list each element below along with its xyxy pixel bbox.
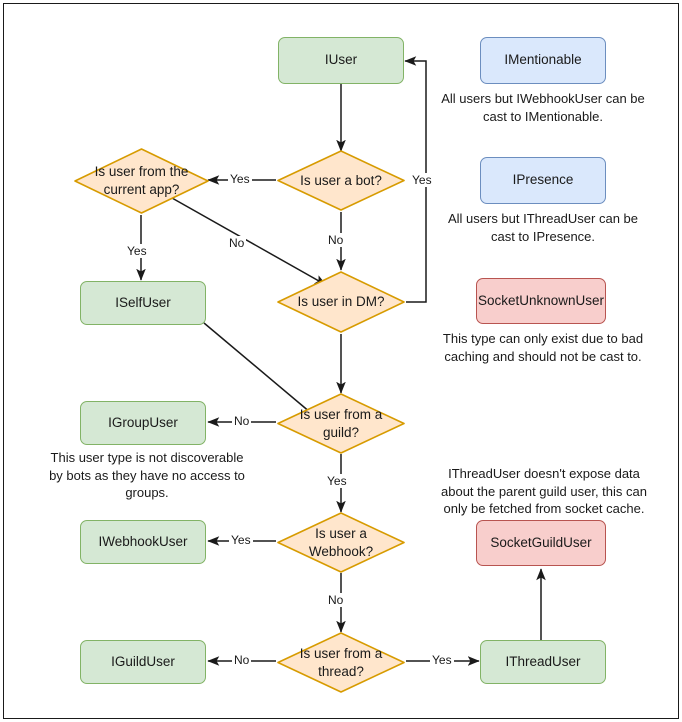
- node-iguilduser[interactable]: IGuildUser: [80, 640, 206, 684]
- node-socketunknownuser[interactable]: SocketUnknownUser: [476, 278, 606, 324]
- node-socketunknownuser-label: SocketUnknownUser: [477, 292, 605, 308]
- node-igroupuser-label: IGroupUser: [108, 414, 178, 430]
- note-igroupuser: This user type is not discoverable by bo…: [49, 450, 245, 501]
- edge-label-thread-no: No: [232, 653, 252, 667]
- node-is-user-a-webhook-label: Is user a Webhook?: [308, 525, 374, 559]
- node-is-user-from-guild[interactable]: Is user from a guild?: [276, 392, 406, 455]
- node-iuser[interactable]: IUser: [278, 37, 404, 84]
- note-socketguilduser: IThreadUser doesn't expose data about th…: [441, 466, 647, 517]
- node-is-user-a-bot-label: Is user a bot?: [300, 172, 382, 188]
- edge-label-bot-no: No: [326, 233, 346, 247]
- node-is-user-from-thread-label: Is user from a thread?: [299, 645, 383, 679]
- node-iuser-label: IUser: [324, 52, 358, 68]
- node-is-user-from-thread[interactable]: Is user from a thread?: [276, 631, 406, 694]
- node-is-user-from-current-app-label: Is user from the current app?: [94, 164, 189, 197]
- node-ithreaduser[interactable]: IThreadUser: [480, 640, 606, 684]
- node-ithreaduser-label: IThreadUser: [505, 653, 581, 669]
- note-imentionable: All users but IWebhookUser can be cast t…: [441, 91, 645, 124]
- node-imentionable-label: IMentionable: [504, 52, 582, 68]
- node-iguilduser-label: IGuildUser: [111, 653, 175, 669]
- edge-label-guild-yes: Yes: [325, 474, 349, 488]
- node-iselfuser[interactable]: ISelfUser: [80, 281, 206, 325]
- note-ipresence: All users but IThreadUser can be cast to…: [447, 211, 639, 244]
- node-iwebhookuser[interactable]: IWebhookUser: [80, 520, 206, 564]
- diagram-canvas: IUser Is user a bot? Is user from the cu…: [3, 3, 679, 719]
- edge-label-thread-yes: Yes: [430, 653, 454, 667]
- node-is-user-from-guild-label: Is user from a guild?: [299, 406, 383, 440]
- edge-label-app-yes: Yes: [125, 244, 149, 258]
- edge-iselfuser-to-isguild: [203, 322, 318, 419]
- node-imentionable[interactable]: IMentionable: [480, 37, 606, 84]
- edge-currentapp-no-to-isdm: [171, 197, 327, 286]
- node-is-user-a-bot[interactable]: Is user a bot?: [276, 149, 406, 212]
- edge-label-webhook-no: No: [326, 593, 346, 607]
- node-is-user-in-dm[interactable]: Is user in DM?: [276, 270, 406, 334]
- edge-label-guild-no: No: [232, 414, 252, 428]
- node-is-user-a-webhook[interactable]: Is user a Webhook?: [276, 511, 406, 574]
- node-socketguilduser-label: SocketGuildUser: [490, 534, 592, 550]
- node-iselfuser-label: ISelfUser: [115, 294, 171, 310]
- node-ipresence[interactable]: IPresence: [480, 157, 606, 204]
- node-socketguilduser[interactable]: SocketGuildUser: [476, 520, 606, 566]
- node-iwebhookuser-label: IWebhookUser: [98, 533, 188, 549]
- node-igroupuser[interactable]: IGroupUser: [80, 401, 206, 445]
- node-is-user-from-current-app[interactable]: Is user from the current app?: [73, 147, 210, 215]
- node-is-user-in-dm-label: Is user in DM?: [297, 294, 385, 310]
- edge-label-dm-yes: Yes: [410, 173, 434, 187]
- edge-label-webhook-yes: Yes: [229, 533, 253, 547]
- edge-label-bot-yes: Yes: [228, 172, 252, 186]
- edge-label-app-no: No: [227, 236, 247, 250]
- note-socketunknownuser: This type can only exist due to bad cach…: [442, 331, 644, 364]
- node-ipresence-label: IPresence: [512, 172, 574, 188]
